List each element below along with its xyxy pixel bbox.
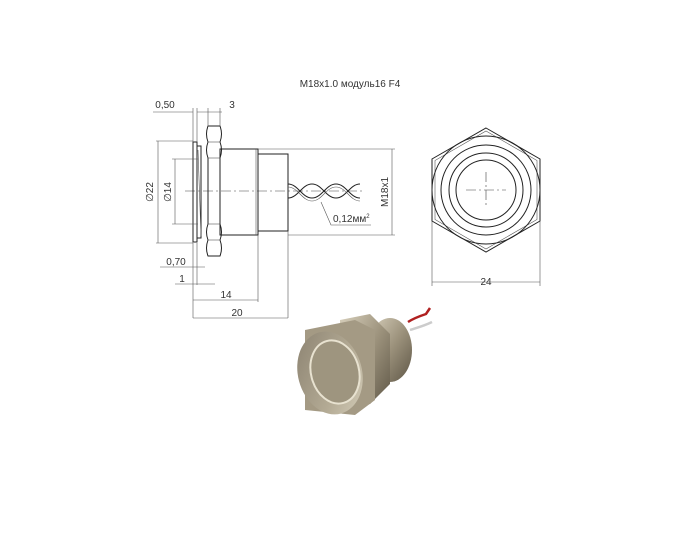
dim-wire-section: 0,12мм2 xyxy=(333,214,370,225)
dim-diameter-22: ∅22 xyxy=(145,182,156,202)
dim-14: 14 xyxy=(220,290,232,301)
side-view xyxy=(153,108,395,319)
dim-0-70: 0,70 xyxy=(166,257,186,268)
dim-24: 24 xyxy=(480,277,492,288)
drawing-title: M18x1.0 модуль16 F4 xyxy=(300,79,401,90)
dim-diameter-14: ∅14 xyxy=(163,182,174,202)
dim-1: 1 xyxy=(179,274,185,285)
dim-3: 3 xyxy=(229,100,235,111)
front-view xyxy=(431,127,541,286)
dim-20: 20 xyxy=(231,308,243,319)
dim-0-50: 0,50 xyxy=(155,100,175,111)
dim-m18x1: M18x1 xyxy=(380,177,391,207)
button-3d-render xyxy=(297,307,433,415)
